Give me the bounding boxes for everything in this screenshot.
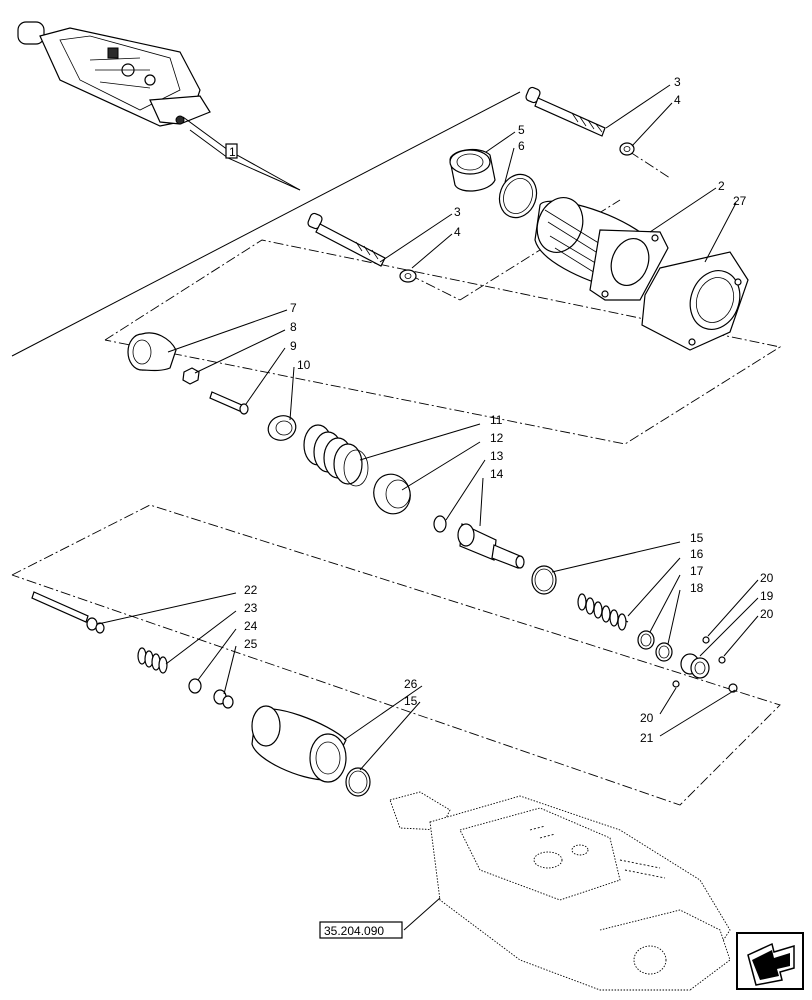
reference-callout[interactable]: 35.204.090	[319, 921, 403, 939]
callout-21: 21	[640, 731, 654, 745]
callout-26: 26	[404, 677, 418, 691]
next-page-arrow-icon[interactable]	[736, 932, 804, 990]
callout-11: 11	[490, 413, 503, 427]
callout-23: 23	[244, 601, 258, 615]
callout-8: 8	[290, 320, 297, 334]
snap-ring-6	[498, 173, 538, 219]
callout-12: 12	[490, 431, 504, 445]
callout-18: 18	[690, 581, 704, 595]
ball-part-20-b	[718, 656, 726, 664]
callout-27: 27	[733, 194, 747, 208]
callout-10: 10	[297, 358, 311, 372]
leader-lines	[97, 84, 759, 931]
callout-20-a: 20	[760, 571, 774, 585]
valve-thumbnail	[17, 21, 211, 127]
bolt-lower	[307, 212, 386, 267]
axis-line-3	[629, 151, 671, 179]
callout-25: 25	[244, 637, 258, 651]
callout-19: 19	[760, 589, 774, 603]
callout-6: 6	[518, 139, 525, 153]
callout-15-upper: 15	[690, 531, 704, 545]
axis-line-1	[409, 274, 461, 301]
cover-part-2	[534, 197, 669, 301]
callout-3-upper: 3	[674, 75, 681, 89]
callout-15-lower: 15	[404, 694, 418, 708]
reference-label: 35.204.090	[324, 924, 384, 938]
section-divider-line	[11, 91, 521, 357]
callout-1-text: 1	[229, 145, 236, 159]
sleeve-part-5	[449, 148, 496, 192]
cap-part-7	[127, 332, 177, 372]
spring-part-11	[303, 424, 369, 487]
ball-part-20-c	[672, 680, 680, 688]
callout-20-b: 20	[760, 607, 774, 621]
callout-16: 16	[690, 547, 704, 561]
ring-part-13	[433, 515, 447, 533]
callout-13: 13	[490, 449, 504, 463]
flange-part-27	[641, 251, 749, 351]
oring-part-15-upper	[531, 565, 557, 595]
ball-part-20-a	[702, 636, 710, 644]
callout-2: 2	[718, 179, 725, 193]
pin-part-9	[209, 391, 249, 415]
callout-22: 22	[244, 583, 258, 597]
lower-assembly-boundary	[11, 504, 781, 806]
sleeve-part-26	[251, 705, 347, 783]
nut-part-8	[182, 367, 200, 385]
ring-part-10	[267, 415, 297, 441]
spring-part-23	[137, 647, 168, 674]
callout-14: 14	[490, 467, 504, 481]
callout-7: 7	[290, 301, 297, 315]
callout-17: 17	[690, 564, 704, 578]
ring-part-18	[655, 642, 673, 662]
piston-part-14	[457, 523, 525, 569]
callout-24: 24	[244, 619, 258, 633]
valve-body-ghost	[389, 791, 731, 991]
guide-part-12	[373, 473, 411, 515]
callout-labels: 3 4 5 6 2 27 3 4 7 8 9 10 11 12 13 14 15…	[244, 75, 774, 745]
ring-part-17	[637, 630, 655, 650]
seat-part-24	[188, 678, 202, 694]
callout-3-lower: 3	[454, 205, 461, 219]
callout-1: 1	[182, 116, 301, 191]
poppet-part-25	[213, 689, 234, 709]
bolt-upper	[525, 86, 606, 137]
callout-9: 9	[290, 339, 297, 353]
plug-part-19	[680, 653, 710, 679]
callout-5: 5	[518, 123, 525, 137]
rod-part-22	[31, 591, 105, 634]
callout-20-c: 20	[640, 711, 654, 725]
washer-upper	[619, 142, 635, 156]
oring-part-15-lower	[345, 767, 371, 797]
washer-lower	[399, 269, 417, 283]
upper-assembly-boundary	[104, 239, 782, 445]
callout-4-upper: 4	[674, 93, 681, 107]
callout-4-lower: 4	[454, 225, 461, 239]
spring-part-16	[577, 593, 629, 631]
